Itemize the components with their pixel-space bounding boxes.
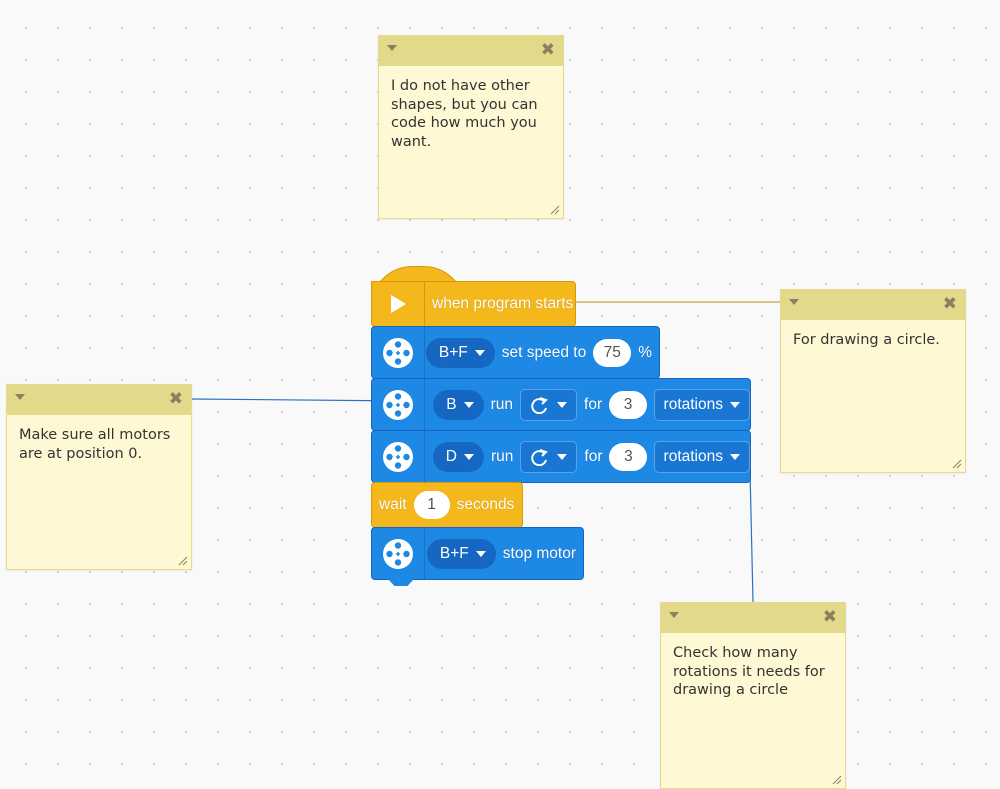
chevron-down-icon [557,453,568,460]
direction-dropdown[interactable] [520,388,578,421]
close-icon[interactable]: ✖ [168,389,183,409]
port-label: D [445,447,457,465]
comment-note-shapes[interactable]: ✖ I do not have other shapes, but you ca… [378,35,564,219]
when-program-starts-block[interactable]: when program starts [371,281,576,333]
port-label: B+F [438,343,468,361]
unit-label: rotations [663,447,723,465]
stop-motor-block[interactable]: B+F stop motor [371,527,584,586]
chevron-down-icon [474,349,485,356]
resize-handle-icon[interactable] [550,205,560,215]
note-text[interactable]: For drawing a circle. [793,332,940,348]
note-header[interactable]: ✖ [379,36,563,66]
port-label: B+F [439,544,469,562]
chevron-down-icon [557,401,568,408]
comment-note-circle[interactable]: ✖ For drawing a circle. [780,289,966,473]
block-label: stop motor [502,544,576,562]
note-text[interactable]: Make sure all motors are at position 0. [19,427,171,462]
chevron-down-icon [463,401,474,408]
port-label: B [446,395,457,413]
note-header[interactable]: ✖ [781,290,965,320]
chevron-down-icon [463,453,474,460]
note-text[interactable]: I do not have other shapes, but you can … [391,78,538,150]
comment-note-motors[interactable]: ✖ Make sure all motors are at position 0… [6,384,192,570]
wait-value-input[interactable]: 1 [413,491,450,519]
clockwise-arrow-icon [531,396,548,414]
collapse-triangle-icon[interactable] [669,612,679,618]
direction-dropdown[interactable] [520,440,578,473]
percent-label: % [638,343,652,361]
port-dropdown[interactable]: B [433,389,484,420]
speed-value-input[interactable]: 75 [593,338,632,367]
block-label: when program starts [432,295,574,312]
port-dropdown[interactable]: B+F [426,538,496,569]
run-label: run [490,395,514,413]
note-text[interactable]: Check how many rotations it needs for dr… [673,645,825,698]
chevron-down-icon [730,401,740,408]
motor-icon [372,327,425,378]
block-label: set speed to [501,343,587,361]
note-header[interactable]: ✖ [661,603,845,633]
collapse-triangle-icon[interactable] [387,45,397,51]
comment-note-rotations[interactable]: ✖ Check how many rotations it needs for … [660,602,846,789]
clockwise-arrow-icon [531,448,549,466]
motor-icon [372,528,425,579]
chevron-down-icon [475,550,486,557]
rotations-value-input[interactable]: 3 [609,442,648,471]
wait-seconds-block[interactable]: wait 1 seconds [371,482,523,528]
close-icon[interactable]: ✖ [942,294,957,314]
resize-handle-icon[interactable] [952,459,962,469]
unit-dropdown[interactable]: rotations [653,440,750,473]
close-icon[interactable]: ✖ [822,607,837,627]
resize-handle-icon[interactable] [178,556,188,566]
run-label: run [490,447,514,465]
wait-label: wait [379,496,407,513]
run-motor-d-block[interactable]: D run for 3 rotations [371,430,751,483]
chevron-down-icon [730,453,740,460]
unit-label: rotations [663,395,723,413]
close-icon[interactable]: ✖ [540,40,555,60]
resize-handle-icon[interactable] [832,775,842,785]
motor-icon [372,431,425,482]
collapse-triangle-icon[interactable] [789,299,799,305]
run-motor-b-block[interactable]: B run for 3 rotations [371,378,751,431]
note-header[interactable]: ✖ [7,385,191,415]
rotations-value-input[interactable]: 3 [609,390,648,419]
set-speed-block[interactable]: B+F set speed to 75 % [371,326,660,379]
seconds-label: seconds [456,496,515,513]
port-dropdown[interactable]: D [432,441,484,472]
collapse-triangle-icon[interactable] [15,394,25,400]
unit-dropdown[interactable]: rotations [653,388,750,421]
port-dropdown[interactable]: B+F [425,337,495,368]
play-icon [372,282,425,326]
connector-run-d-to-rotations-note [749,469,754,603]
for-label: for [584,447,603,465]
block-notch [388,579,414,586]
motor-icon [372,379,425,430]
for-label: for [584,395,603,413]
